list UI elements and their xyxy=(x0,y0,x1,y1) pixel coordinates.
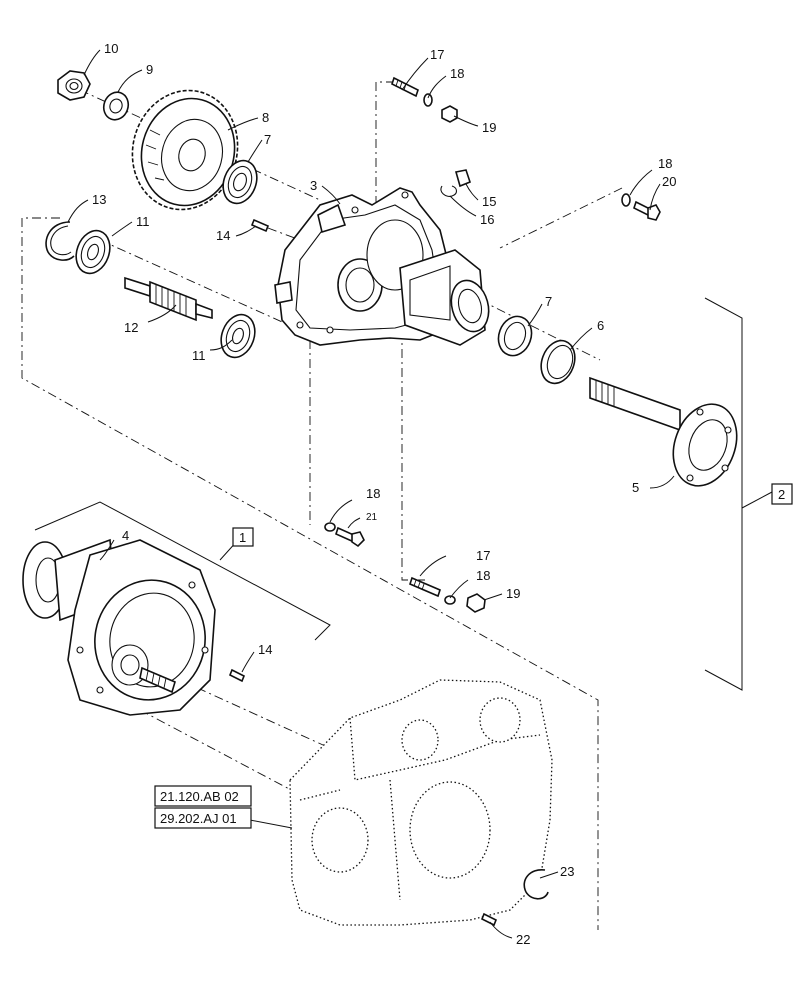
dowel-pin-part-14-upper xyxy=(250,218,270,233)
washer-part-9 xyxy=(102,91,130,121)
callout-10: 10 xyxy=(104,41,118,56)
callout-20: 20 xyxy=(662,174,676,189)
callout-18-lower: 18 xyxy=(476,568,490,583)
callout-23: 23 xyxy=(560,864,574,879)
bearing-part-11-lower xyxy=(220,313,256,359)
callout-11-lower: 11 xyxy=(192,348,206,363)
hex-nut-part-10 xyxy=(57,70,91,101)
snap-ring-part-13 xyxy=(45,221,75,261)
stud-nut-set-lower xyxy=(409,576,486,613)
reference-link-2[interactable]: 29.202.AJ 01 xyxy=(154,807,252,829)
callout-18-middle: 18 xyxy=(366,486,380,501)
group-number-2: 2 xyxy=(778,487,785,502)
callout-3: 3 xyxy=(310,178,317,193)
bearing-part-7-right xyxy=(497,315,533,357)
callout-8: 8 xyxy=(262,110,269,125)
dowel-pin-part-22 xyxy=(480,912,498,927)
clip-part-16 xyxy=(440,185,458,197)
bearing-part-11-upper xyxy=(75,229,111,275)
axle-shaft-part-5 xyxy=(589,376,738,487)
dowel-pin-part-14-lower xyxy=(228,668,246,683)
leader-lines xyxy=(67,49,675,939)
transmission-housing-reference xyxy=(289,679,553,926)
bolt-set-part-21 xyxy=(324,522,365,548)
callout-22: 22 xyxy=(516,932,530,947)
group-bracket-2 xyxy=(704,297,773,691)
reference-text-1: 21.120.AB 02 xyxy=(160,789,239,804)
plug-part-15 xyxy=(454,169,471,188)
callout-4: 4 xyxy=(122,528,129,543)
reference-text-2: 29.202.AJ 01 xyxy=(160,811,237,826)
final-drive-housing-part-3 xyxy=(274,187,490,346)
callout-19-top: 19 xyxy=(482,120,496,135)
callout-13: 13 xyxy=(92,192,106,207)
oil-seal-part-6 xyxy=(540,339,576,385)
callout-21: 21 xyxy=(366,512,378,523)
callout-labels: 10 9 8 7 13 11 12 11 14 3 17 18 19 15 16… xyxy=(92,41,676,947)
callout-7-upper: 7 xyxy=(264,132,271,147)
callout-7-right: 7 xyxy=(545,294,552,309)
callout-5: 5 xyxy=(632,480,639,495)
callout-18-right: 18 xyxy=(658,156,672,171)
callout-11-upper: 11 xyxy=(136,214,150,229)
callout-6: 6 xyxy=(597,318,604,333)
final-drive-assembly-part-4 xyxy=(22,538,216,716)
group-label-2: 2 xyxy=(771,483,793,505)
reference-link-1[interactable]: 21.120.AB 02 xyxy=(154,785,252,807)
callout-14-upper: 14 xyxy=(216,228,230,243)
group-label-1: 1 xyxy=(232,527,254,547)
callout-17-top: 17 xyxy=(430,47,444,62)
callout-15: 15 xyxy=(482,194,496,209)
callout-16: 16 xyxy=(480,212,494,227)
spur-gear-part-8 xyxy=(131,89,239,211)
callout-14-lower: 14 xyxy=(258,642,272,657)
splined-shaft-part-12 xyxy=(124,276,213,322)
stud-nut-set-top xyxy=(391,76,458,123)
callout-17-lower: 17 xyxy=(476,548,490,563)
callout-18-top: 18 xyxy=(450,66,464,81)
group-number-1: 1 xyxy=(239,530,246,545)
callout-9: 9 xyxy=(146,62,153,77)
callout-12: 12 xyxy=(124,320,138,335)
bolt-set-part-20 xyxy=(621,193,661,221)
bearing-part-7-upper xyxy=(222,159,258,205)
callout-19-lower: 19 xyxy=(506,586,520,601)
